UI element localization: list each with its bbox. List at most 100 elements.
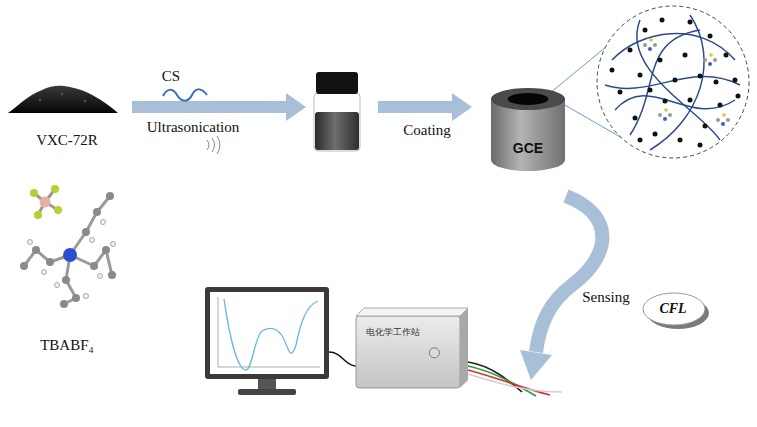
step-label: Ultrasonication	[147, 119, 239, 136]
hydrogen-atom	[55, 283, 60, 288]
carbon-particle	[653, 132, 658, 137]
axis-line	[218, 297, 219, 367]
box-top	[356, 308, 468, 316]
carbon-particle	[688, 20, 693, 25]
sound-waves	[207, 136, 220, 154]
hydrogen-atom	[101, 220, 106, 225]
atom	[658, 113, 662, 117]
electrode-disk	[508, 93, 549, 105]
carbon-particle	[660, 18, 665, 23]
carbon-particle	[736, 94, 741, 99]
carbon-atom	[82, 228, 90, 236]
zoom-circle	[597, 6, 749, 158]
nitrogen-atom	[63, 248, 77, 262]
boron-atom	[40, 197, 51, 208]
carbon-particle	[628, 48, 633, 53]
chitosan-chain	[637, 20, 720, 140]
atom	[713, 58, 717, 62]
step-label: Sensing	[582, 289, 630, 306]
carbon-particle	[708, 34, 713, 39]
atom	[648, 47, 652, 51]
carbon-particle	[648, 88, 653, 93]
process-arrow	[132, 93, 306, 121]
atoms	[20, 185, 116, 308]
electrochemical-workstation-outline	[356, 308, 468, 388]
wave	[207, 140, 209, 150]
reagent-label: CS	[162, 68, 180, 85]
carbon-particle	[724, 53, 729, 58]
atom	[664, 108, 668, 112]
box-front	[356, 316, 460, 388]
dispersion	[315, 112, 359, 150]
carbon-particle	[688, 98, 693, 103]
atom	[653, 43, 657, 47]
carbon-particle	[638, 138, 643, 143]
ionic-liquid-molecule	[716, 113, 730, 126]
monitor-base	[238, 389, 296, 395]
axis-line	[218, 367, 320, 368]
power-knob	[429, 348, 439, 358]
monitor-frame	[205, 287, 329, 379]
computer-monitor	[205, 287, 329, 395]
carbon-particle	[618, 90, 623, 95]
carbon-particle	[658, 58, 663, 63]
chitosan-chain	[605, 77, 740, 89]
carbon-atom	[90, 262, 98, 270]
monitor-screen	[210, 292, 324, 374]
atom	[709, 53, 713, 57]
hydrogen-atom	[28, 240, 33, 245]
carbon-particle	[683, 53, 688, 58]
hydrogen-atom	[98, 274, 103, 279]
hydrogen-atom	[90, 238, 95, 243]
vial-glass	[314, 93, 360, 151]
carbon-particle	[698, 143, 703, 148]
carbon-particle	[678, 138, 683, 143]
carbon-particle	[698, 74, 703, 79]
carbon-particle	[714, 80, 719, 85]
film-structure	[605, 15, 741, 150]
electrode-cylinder-outline	[490, 88, 566, 172]
lead-wire	[468, 374, 562, 392]
node-text: CFL	[659, 301, 686, 317]
electrochemical-workstation: 电化学工作站	[356, 308, 468, 388]
monitor-neck	[258, 379, 276, 389]
atom	[716, 118, 720, 122]
carbon-atom	[72, 294, 80, 302]
carbon-atom	[102, 246, 110, 254]
carbon-particle	[663, 99, 668, 104]
material-label: VXC-72R	[36, 132, 98, 149]
atom	[722, 113, 726, 117]
carbon-particle	[733, 78, 738, 83]
atom	[663, 117, 667, 121]
vial	[314, 72, 360, 151]
carbon-atom	[108, 271, 116, 279]
vial-cap	[316, 72, 358, 94]
cylinder-top	[491, 88, 565, 110]
chitosan-chain	[612, 34, 735, 60]
carbon-particle	[638, 73, 643, 78]
box-side	[460, 308, 468, 388]
fluorine-atom	[34, 211, 42, 219]
step-label: Coating	[403, 122, 451, 139]
ionic-liquid-molecule	[658, 108, 672, 121]
tbabf4-molecule	[24, 189, 112, 304]
carbon-atom	[20, 262, 28, 270]
fluorine-atom	[54, 206, 62, 214]
carbon-atom	[60, 300, 68, 308]
material-label: TBABF₄	[40, 337, 94, 354]
wave	[217, 136, 220, 154]
ionic-liquid-molecule	[643, 38, 657, 51]
atom	[643, 43, 647, 47]
arrow-head	[520, 350, 552, 380]
carbon-particle	[610, 68, 615, 73]
atom	[649, 38, 653, 42]
process-arrow	[378, 93, 472, 121]
carbon-particle	[718, 103, 723, 108]
atom	[703, 58, 707, 62]
fluorine-atom	[51, 185, 59, 193]
wave	[212, 138, 215, 152]
chitosan-chain	[650, 15, 704, 150]
fluorine-atom	[30, 189, 38, 197]
voltammogram-curve	[224, 299, 318, 370]
